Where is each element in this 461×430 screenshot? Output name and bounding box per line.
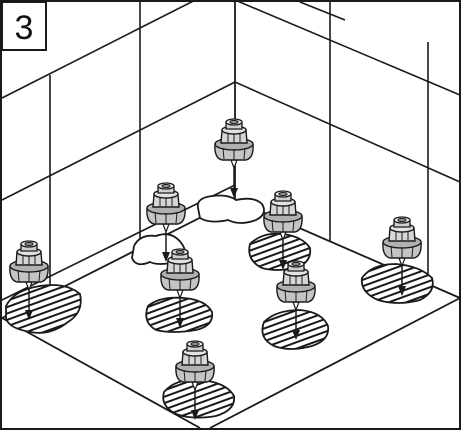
adhesive-patch-icon xyxy=(146,298,212,332)
step-number-box: 3 xyxy=(2,2,46,50)
adhesive-patch-icon xyxy=(362,264,433,303)
adhesive-patch-icon xyxy=(163,380,234,418)
adhesive-patch-icon xyxy=(198,196,264,224)
step-number: 3 xyxy=(15,9,34,47)
